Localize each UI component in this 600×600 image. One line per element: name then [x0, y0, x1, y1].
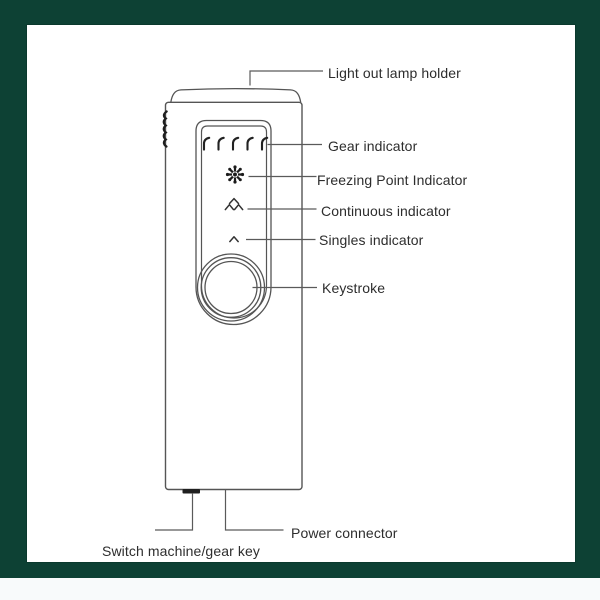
gear-level-marks-icon	[202, 136, 269, 151]
switch-key-label: Switch machine/gear key	[102, 543, 260, 559]
singles-label: Singles indicator	[319, 232, 424, 248]
freezing-point-label: Freezing Point Indicator	[317, 172, 468, 188]
snowflake-icon	[225, 165, 245, 184]
gear-indicator-label: Gear indicator	[328, 138, 418, 154]
power-connector-label: Power connector	[291, 525, 398, 541]
leader-power-connector	[224, 489, 284, 531]
leader-lamp-holder	[249, 70, 323, 86]
continuous-label: Continuous indicator	[321, 203, 451, 219]
callout-leader-lines	[155, 70, 323, 531]
side-grip-ridges-icon	[162, 110, 168, 148]
continuous-carets-icon	[224, 197, 244, 211]
bottom-switch-tab	[182, 489, 200, 494]
lamp-head-cap	[170, 87, 302, 103]
device-body-outline	[164, 101, 303, 491]
lamp-holder-label: Light out lamp holder	[328, 65, 461, 81]
control-panel-outer-outline	[195, 119, 272, 326]
leader-switch-key	[155, 493, 194, 531]
single-caret-icon	[229, 236, 239, 243]
keystroke-label: Keystroke	[322, 280, 386, 296]
